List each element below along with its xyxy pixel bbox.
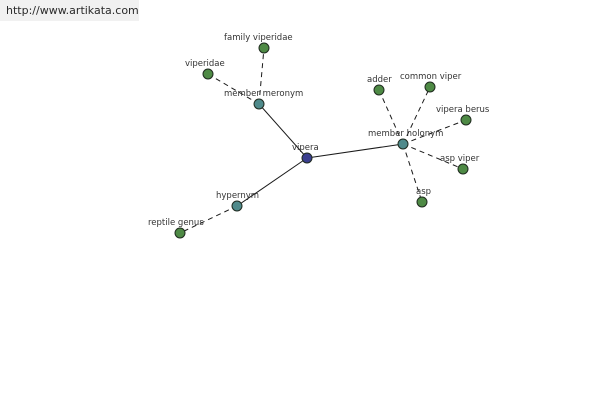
- node-vipera-berus[interactable]: vipera berus: [436, 105, 490, 126]
- node-label-reptile-genus[interactable]: reptile genus: [148, 218, 204, 228]
- edge-hypernym-to-reptile-genus: [179, 205, 238, 234]
- node-dot-asp-viper[interactable]: [457, 163, 469, 175]
- node-asp-viper[interactable]: asp viper: [440, 154, 480, 175]
- edge-member-meronym-to-viperidae: [207, 73, 260, 105]
- node-dot-vipera-berus[interactable]: [460, 114, 472, 126]
- node-label-asp[interactable]: asp: [416, 187, 431, 197]
- node-member-holonym[interactable]: member holonym: [368, 129, 443, 150]
- node-dot-member-holonym[interactable]: [397, 138, 409, 150]
- node-label-adder[interactable]: adder: [367, 75, 392, 85]
- nodes-layer: vipera member meronym member holonym hypern…: [148, 33, 490, 239]
- edge-vipera-to-member-holonym: [306, 143, 404, 159]
- node-dot-viperidae[interactable]: [202, 68, 214, 80]
- node-label-hypernym[interactable]: hypernym: [216, 191, 259, 201]
- node-label-common-viper[interactable]: common viper: [400, 72, 462, 82]
- edge-member-holonym-to-common-viper: [402, 86, 431, 145]
- node-vipera[interactable]: vipera: [292, 143, 319, 164]
- node-member-meronym[interactable]: member meronym: [224, 89, 303, 110]
- node-asp[interactable]: asp: [416, 187, 431, 208]
- node-label-family-viperidae[interactable]: family viperidae: [224, 33, 293, 43]
- edge-vipera-to-member-meronym: [258, 103, 308, 159]
- edge-vipera-to-hypernym: [236, 157, 308, 207]
- node-viperidae[interactable]: viperidae: [185, 59, 225, 80]
- node-dot-family-viperidae[interactable]: [258, 42, 270, 54]
- node-dot-common-viper[interactable]: [424, 81, 436, 93]
- node-label-viperidae[interactable]: viperidae: [185, 59, 225, 69]
- node-family-viperidae[interactable]: family viperidae: [224, 33, 293, 54]
- node-reptile-genus[interactable]: reptile genus: [148, 218, 204, 239]
- node-hypernym[interactable]: hypernym: [216, 191, 259, 212]
- edge-member-holonym-to-asp-viper: [402, 143, 464, 170]
- edges-layer: [179, 47, 467, 234]
- edge-member-holonym-to-adder: [378, 89, 404, 145]
- node-label-asp-viper[interactable]: asp viper: [440, 154, 480, 164]
- node-label-member-holonym[interactable]: member holonym: [368, 129, 443, 139]
- node-dot-vipera[interactable]: [301, 152, 313, 164]
- node-dot-adder[interactable]: [373, 84, 385, 96]
- node-adder[interactable]: adder: [367, 75, 392, 96]
- node-dot-asp[interactable]: [416, 196, 428, 208]
- edge-member-holonym-to-asp: [402, 143, 423, 203]
- node-common-viper[interactable]: common viper: [400, 72, 462, 93]
- node-dot-member-meronym[interactable]: [253, 98, 265, 110]
- node-dot-reptile-genus[interactable]: [174, 227, 186, 239]
- node-label-vipera[interactable]: vipera: [292, 143, 319, 153]
- node-label-member-meronym[interactable]: member meronym: [224, 89, 303, 99]
- source-url[interactable]: http://www.artikata.com: [0, 0, 139, 21]
- node-dot-hypernym[interactable]: [231, 200, 243, 212]
- edge-member-meronym-to-family-viperidae: [258, 47, 265, 105]
- node-label-vipera-berus[interactable]: vipera berus: [436, 105, 490, 115]
- edge-member-holonym-to-vipera-berus: [402, 119, 467, 145]
